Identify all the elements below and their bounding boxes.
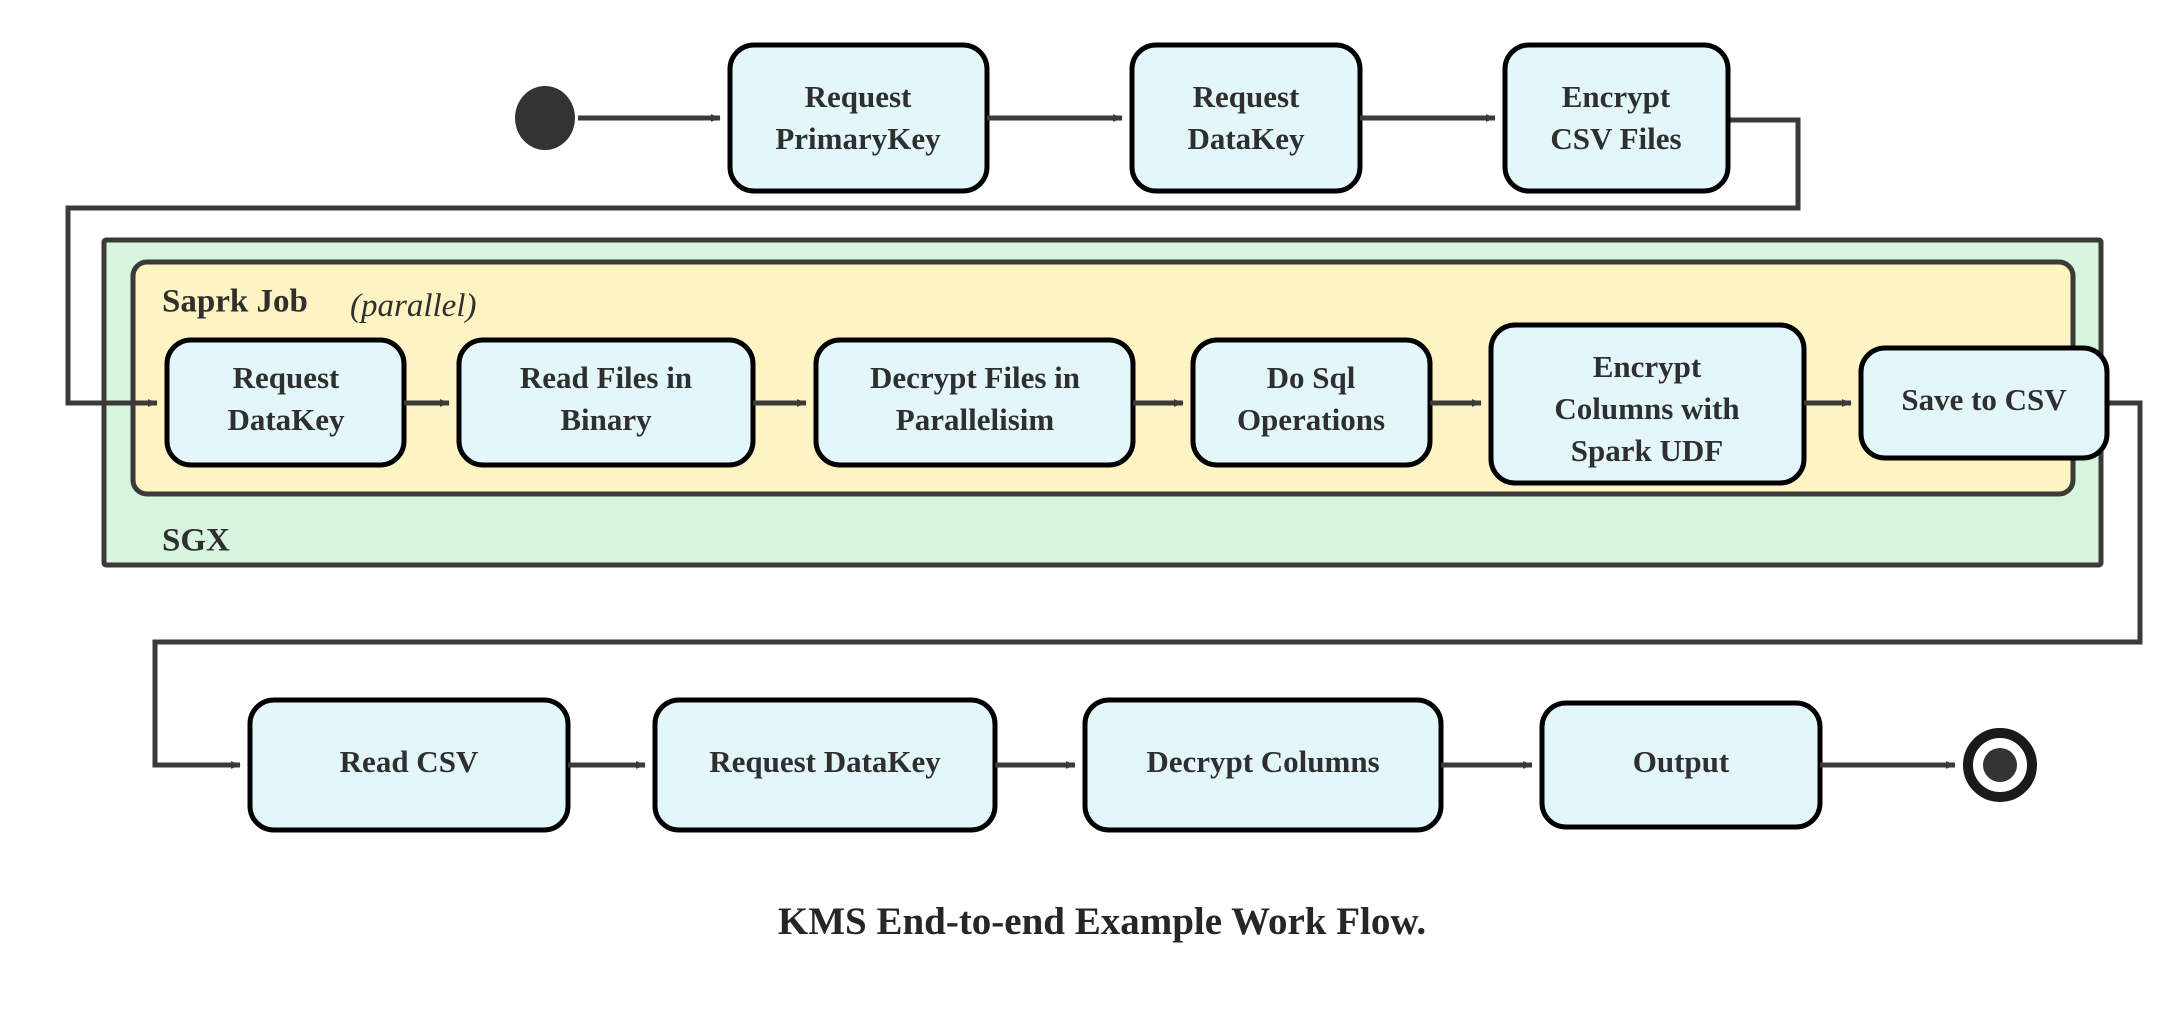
node-output[interactable]: Output xyxy=(1539,700,1823,830)
node-request-datakey-top[interactable]: Request DataKey xyxy=(1129,42,1363,194)
node-read-files-in-binary-line-1: Binary xyxy=(560,402,652,437)
node-request-primarykey-line-0: Request xyxy=(805,79,912,114)
node-request-datakey-spark[interactable]: Request DataKey xyxy=(164,337,407,468)
node-read-files-in-binary[interactable]: Read Files in Binary xyxy=(456,337,756,468)
node-request-datakey-top-line-1: DataKey xyxy=(1187,121,1305,156)
node-decrypt-columns-line-0: Decrypt Columns xyxy=(1146,744,1379,779)
node-request-primarykey-line-1: PrimaryKey xyxy=(775,121,941,156)
node-decrypt-files-line-0: Decrypt Files in xyxy=(870,360,1080,395)
node-request-datakey-top-line-0: Request xyxy=(1193,79,1300,114)
connector-spark-to-bottom xyxy=(152,400,2143,769)
connector-top-to-spark xyxy=(65,117,1801,407)
start-node xyxy=(515,86,575,150)
node-do-sql-operations-line-0: Do Sql xyxy=(1267,360,1356,395)
spark-job-group-label: Saprk Job xyxy=(162,284,308,320)
node-read-files-in-binary-line-0: Read Files in xyxy=(520,360,692,395)
node-output-line-0: Output xyxy=(1633,744,1730,779)
node-read-csv[interactable]: Read CSV xyxy=(247,697,571,833)
sgx-group-label: SGX xyxy=(162,523,230,559)
node-encrypt-columns-with-spark-udf[interactable]: Encrypt Columns with Spark UDF xyxy=(1488,322,1807,486)
node-save-to-csv[interactable]: Save to CSV xyxy=(1858,345,2110,461)
node-request-primarykey[interactable]: Request PrimaryKey xyxy=(727,42,990,194)
node-encrypt-columns-line-2: Spark UDF xyxy=(1571,433,1723,468)
node-encrypt-csv-files-line-1: CSV Files xyxy=(1550,121,1681,156)
node-encrypt-csv-files-line-0: Encrypt xyxy=(1562,79,1671,114)
node-request-datakey-spark-line-1: DataKey xyxy=(227,402,345,437)
node-encrypt-csv-files[interactable]: Encrypt CSV Files xyxy=(1502,42,1731,194)
node-encrypt-columns-line-1: Columns with xyxy=(1554,391,1739,426)
node-decrypt-files-in-parallelisim[interactable]: Decrypt Files in Parallelisim xyxy=(813,337,1136,468)
node-encrypt-columns-line-0: Encrypt xyxy=(1593,349,1702,384)
end-node xyxy=(1963,728,2037,802)
node-request-datakey-bottom[interactable]: Request DataKey xyxy=(652,697,998,833)
node-read-csv-line-0: Read CSV xyxy=(340,744,479,779)
node-do-sql-operations-line-1: Operations xyxy=(1237,402,1385,437)
node-decrypt-columns[interactable]: Decrypt Columns xyxy=(1082,697,1444,833)
node-do-sql-operations[interactable]: Do Sql Operations xyxy=(1190,337,1433,468)
spark-job-group-modifier: (parallel) xyxy=(350,288,476,324)
node-decrypt-files-line-1: Parallelisim xyxy=(896,402,1055,437)
diagram-caption: KMS End-to-end Example Work Flow. xyxy=(778,900,1426,943)
node-save-to-csv-line-0: Save to CSV xyxy=(1901,382,2067,417)
node-request-datakey-spark-line-0: Request xyxy=(233,360,340,395)
node-request-datakey-bottom-line-0: Request DataKey xyxy=(709,744,941,779)
